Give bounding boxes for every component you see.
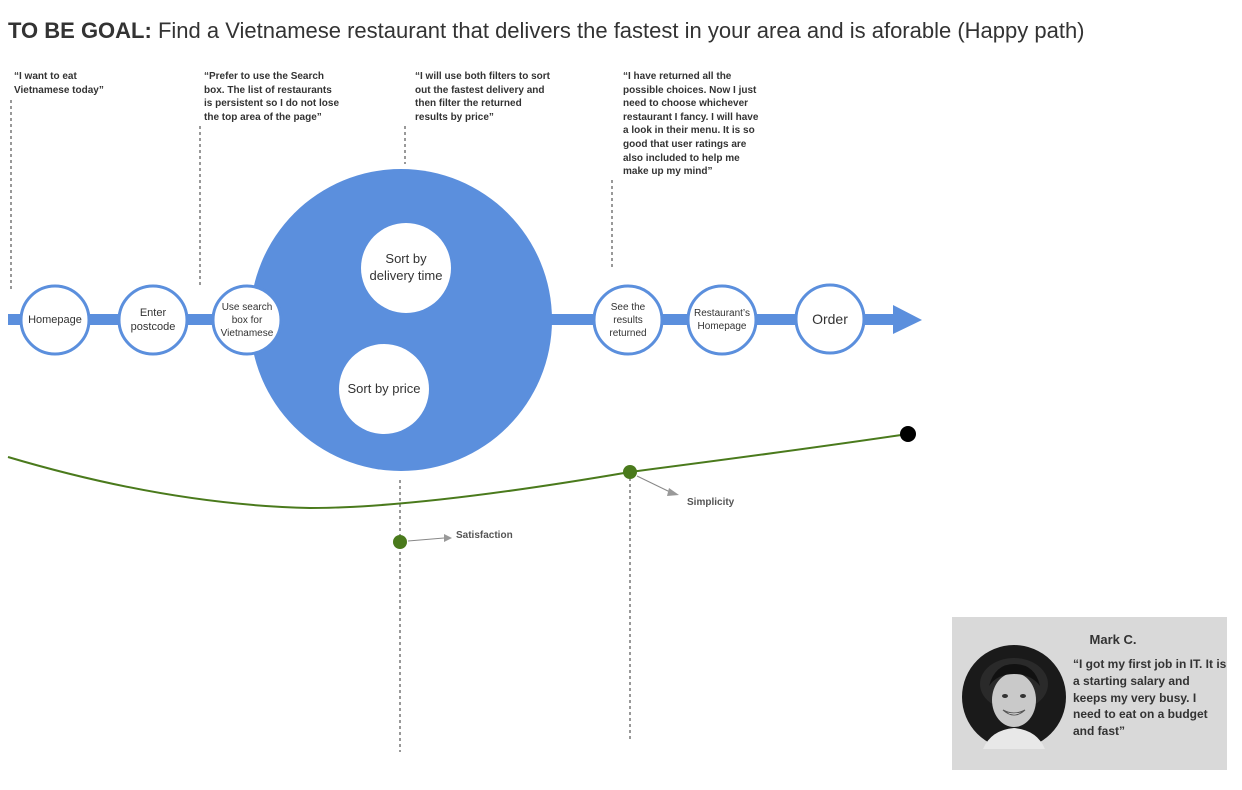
persona-quote: “I got my first job in IT. It is a start… [1073, 657, 1227, 739]
step-search-box: Use search box for Vietnamese [220, 301, 274, 339]
step-node-restaurant [686, 284, 758, 356]
filter-circle [250, 169, 552, 471]
title-prefix: TO BE GOAL: [8, 18, 152, 43]
step-results: See the results returned [609, 301, 647, 339]
persona-avatar [962, 645, 1066, 749]
persona-card [952, 617, 1227, 770]
persona-name: Mark C. [1089, 632, 1137, 647]
step-homepage: Homepage [28, 313, 82, 326]
end-point [900, 426, 916, 442]
simplicity-arrowhead-icon [667, 488, 679, 496]
simplicity-label: Simplicity [687, 497, 735, 508]
flow-arrowhead [893, 305, 922, 334]
page-title: TO BE GOAL: Find a Vietnamese restaurant… [8, 18, 1085, 44]
satisfaction-arrowhead-icon [444, 534, 452, 542]
filter-delivery-time: Sort by delivery time [369, 251, 443, 283]
quote-search: “Prefer to use the Search box. The list … [204, 71, 340, 123]
delivery-filter-node [361, 223, 451, 313]
quote-results: “I have returned all the possible choice… [623, 71, 759, 178]
filter-price: Sort by price [347, 380, 421, 396]
satisfaction-arrow [407, 537, 445, 542]
quote-filters: “I will use both filters to sort out the… [415, 71, 551, 123]
satisfaction-label: Satisfaction [456, 530, 513, 541]
step-restaurant-homepage: Restaurant’s Homepage [694, 308, 750, 332]
price-filter-node [339, 344, 429, 434]
title-text: Find a Vietnamese restaurant that delive… [157, 18, 1085, 43]
step-node-order [794, 283, 866, 355]
simplicity-point [623, 465, 637, 479]
quote-homepage: “I want to eat Vietnamese today” [14, 71, 104, 96]
experience-curve [7, 433, 909, 510]
step-enter-postcode: Enter postcode [130, 306, 176, 333]
simplicity-arrow [636, 475, 671, 493]
step-node-results [592, 284, 664, 356]
step-order: Order [812, 310, 848, 327]
satisfaction-point [393, 535, 407, 549]
step-node-postcode [117, 284, 189, 356]
step-node-search [211, 284, 283, 356]
step-node-homepage [19, 284, 91, 356]
